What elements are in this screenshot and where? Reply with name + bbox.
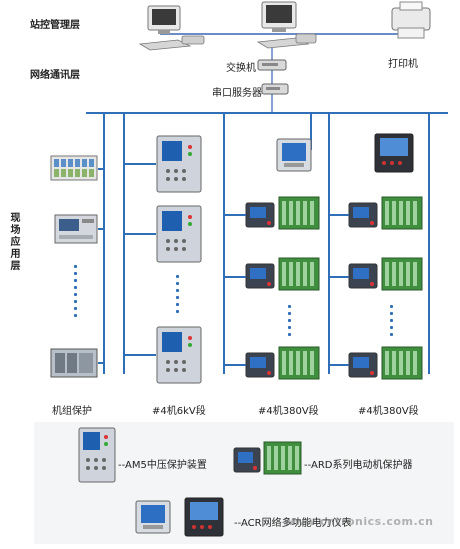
legend-acr-icon-2 (184, 497, 224, 537)
legend-am5-icon (78, 427, 116, 483)
link-ard-c3-1 (224, 214, 246, 216)
bus-drop-7 (428, 112, 430, 150)
printer-label: 打印机 (388, 59, 418, 70)
am5-ellipsis (176, 275, 179, 317)
printer-icon (391, 1, 431, 39)
acr-meter-col4 (374, 133, 414, 173)
ard-row-col3-2 (245, 257, 320, 291)
serial-server-label: 串口服务器 (212, 88, 262, 99)
unit-protection-rack-2 (54, 214, 98, 244)
workstation-icon-left (138, 5, 205, 51)
link-unit-1 (98, 168, 104, 170)
bus-drop-4 (328, 112, 330, 374)
ard-row-col3-1 (245, 196, 320, 230)
bus-drop-1 (103, 112, 105, 374)
link-unit-2 (98, 228, 104, 230)
link-am5-1 (124, 163, 156, 165)
bus-drop-3 (223, 112, 225, 374)
link-am5-2 (124, 233, 156, 235)
switch-icon (257, 59, 287, 71)
layer-field-app: 现场应用层 (8, 212, 19, 272)
column-caption-1: 机组保护 (52, 406, 92, 417)
unit-protection-cabinet (50, 348, 98, 378)
ard-col3-ellipsis (288, 305, 291, 340)
column-caption-3: #4机380V段 (258, 406, 319, 417)
ard-col4-ellipsis (390, 305, 393, 340)
top-network-diagram (138, 1, 431, 112)
unit-protection-rack-1 (50, 155, 98, 181)
link-ard-c3-3 (224, 364, 246, 366)
bus-drop-2 (123, 112, 125, 374)
am5-device-3 (156, 326, 202, 384)
bus-drop-6 (310, 112, 312, 150)
column-caption-2: #4机6kV段 (152, 406, 206, 417)
legend-acr-label: --ACR网络多功能电力仪表 (234, 518, 352, 529)
am5-device-2 (156, 205, 202, 263)
acr-meter-col3 (276, 138, 312, 172)
am5-device-1 (156, 135, 202, 193)
link-ard-c4-3 (329, 364, 349, 366)
legend-ard-icon (233, 441, 302, 475)
ard-row-col4-1 (348, 196, 423, 230)
layer-station-control: 站控管理层 (30, 20, 80, 31)
unit-protection-ellipsis (74, 265, 77, 321)
workstation-icon-center (256, 1, 317, 49)
watermark: www.cntronics.com.cn (284, 515, 434, 528)
link-unit-3 (98, 362, 104, 364)
ard-row-col3-3 (245, 346, 320, 380)
legend-am5-label: --AM5中压保护装置 (118, 460, 207, 471)
legend-acr-icon-1 (135, 500, 171, 534)
column-caption-4: #4机380V段 (358, 406, 419, 417)
layer-network-comm: 网络通讯层 (30, 70, 80, 81)
main-bus (86, 112, 448, 114)
ard-row-col4-3 (348, 346, 423, 380)
bus-drop-5 (428, 112, 430, 374)
link-am5-3 (124, 354, 156, 356)
link-ard-c4-1 (329, 214, 349, 216)
link-ard-c3-2 (224, 276, 246, 278)
ard-row-col4-2 (348, 257, 423, 291)
switch-label: 交换机 (226, 63, 256, 74)
link-ard-c4-2 (329, 276, 349, 278)
legend-ard-label: --ARD系列电动机保护器 (304, 460, 413, 471)
serial-server-icon (261, 83, 289, 95)
